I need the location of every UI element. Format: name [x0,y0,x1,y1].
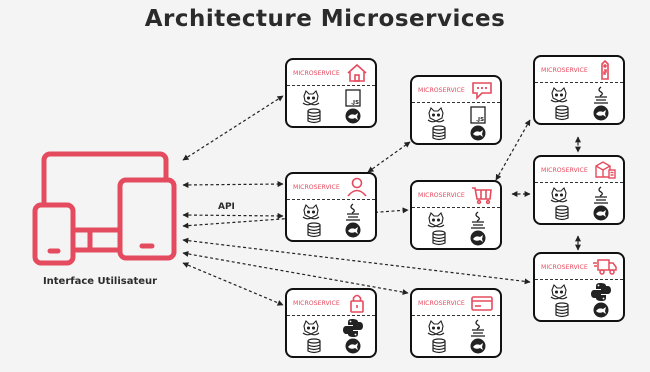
microservice-label: MICROSERVICE [541,167,588,174]
docker-icon [470,338,486,354]
chat-icon [472,82,492,100]
divider [287,85,375,86]
docker-icon [593,205,609,221]
database-icon [555,205,569,221]
database-icon [432,125,446,141]
microservice-lock[interactable]: MICROSERVICE [285,288,377,358]
python-icon [343,318,363,338]
docker-icon [345,222,361,238]
tomcat-icon [549,85,569,105]
cart-icon [472,187,492,205]
nodejs-icon [468,105,488,125]
price-tag-icon [601,60,609,80]
nodejs-icon [343,88,363,108]
page-title: Architecture Microservices [144,6,506,32]
tomcat-icon [426,210,446,230]
divider [412,207,500,208]
client-label: Interface Utilisateur [42,276,158,287]
arrow-ui-home [182,95,284,161]
user-icon [347,177,367,197]
lock-icon [350,294,364,313]
arrow-ui-payment [182,250,409,296]
tomcat-icon [549,185,569,205]
credit-card-icon [471,296,493,311]
divider [535,279,623,280]
database-icon [555,302,569,318]
docker-icon [345,338,361,354]
docker-icon [470,230,486,246]
arrow-ui-user [182,181,284,188]
docker-icon [470,125,486,141]
microservice-chat[interactable]: MICROSERVICE [410,75,502,145]
database-icon [432,338,446,354]
divider [535,82,623,83]
api-label: API [218,202,235,212]
microservice-label: MICROSERVICE [418,192,465,199]
microservice-label: MICROSERVICE [418,300,465,307]
database-icon [432,230,446,246]
docker-icon [593,302,609,318]
microservice-label: MICROSERVICE [418,87,465,94]
microservice-label: MICROSERVICE [293,70,340,77]
warehouse-icon [595,161,616,179]
divider [535,182,623,183]
client-devices [30,150,180,270]
microservice-warehouse[interactable]: MICROSERVICE [533,155,625,225]
delivery-truck-icon [593,259,617,275]
microservice-tag[interactable]: MICROSERVICE [533,55,625,125]
tomcat-icon [301,202,321,222]
microservice-home[interactable]: MICROSERVICE [285,58,377,128]
tomcat-icon [301,88,321,108]
microservice-payment[interactable]: MICROSERVICE [410,288,502,358]
database-icon [307,108,321,124]
devices-icon [32,151,177,266]
arrow-ui-lock [182,262,284,306]
microservice-label: MICROSERVICE [293,184,340,191]
java-icon [468,318,488,338]
microservice-delivery[interactable]: MICROSERVICE [533,252,625,322]
java-icon [468,210,488,230]
arrow-user-chat [367,141,411,173]
database-icon [307,222,321,238]
microservice-label: MICROSERVICE [541,264,588,271]
tomcat-icon [426,318,446,338]
divider [287,199,375,200]
arrow-ui-api [182,212,284,219]
database-icon [555,105,569,121]
divider [287,315,375,316]
tomcat-icon [426,105,446,125]
microservice-user[interactable]: MICROSERVICE [285,172,377,242]
java-icon [343,202,363,222]
docker-icon [345,108,361,124]
python-icon [591,282,611,302]
arrow-cart-tag [495,119,531,181]
docker-icon [593,105,609,121]
java-icon [591,85,611,105]
divider [412,315,500,316]
microservice-cart[interactable]: MICROSERVICE [410,180,502,250]
home-icon [347,63,367,82]
java-icon [591,185,611,205]
database-icon [307,338,321,354]
tomcat-icon [549,282,569,302]
microservice-label: MICROSERVICE [541,67,588,74]
divider [412,102,500,103]
microservice-label: MICROSERVICE [293,300,340,307]
tomcat-icon [301,318,321,338]
